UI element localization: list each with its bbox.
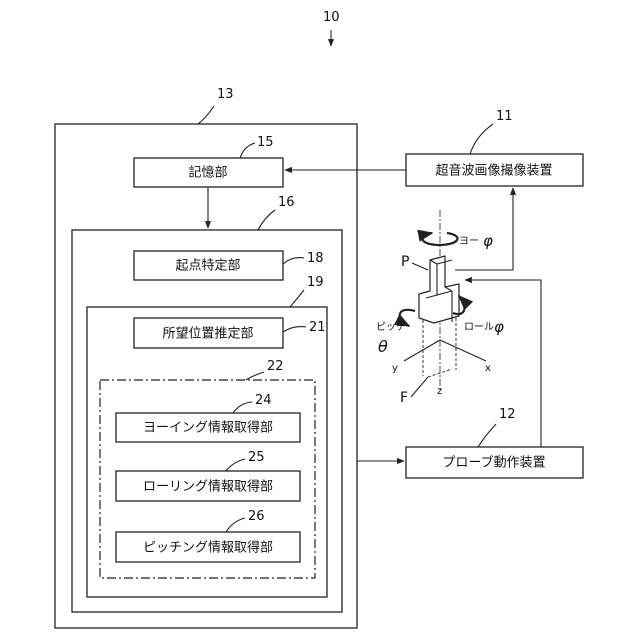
ref-pitch-leader: [226, 518, 245, 532]
probe-label-f: F: [400, 390, 408, 406]
yaw-caption: ヨー: [459, 236, 479, 247]
ref-yaw: 24: [255, 393, 272, 408]
probe-to-imaging-arrow: [455, 188, 513, 270]
probe-illustration: ヨー φ P ロール φ ピッチ θ x y z F: [376, 210, 504, 406]
imaging-device-label: 超音波画像撮像装置: [435, 163, 552, 179]
ref-processing: 16: [278, 195, 295, 210]
pitch-label: ピッチング情報取得部: [143, 540, 273, 556]
ref-estimator-leader: [290, 290, 304, 307]
probe-label-p-leader: [412, 263, 428, 270]
roll-symbol: φ: [494, 318, 504, 336]
ref-imaging: 11: [496, 109, 513, 124]
ref-estimator: 19: [307, 275, 324, 290]
ref-attitude-group-leader: [246, 372, 264, 380]
ref-attitude-group: 22: [267, 359, 284, 374]
ref-storage-leader: [240, 143, 255, 158]
axis-x-line: [440, 340, 486, 361]
ref-roll-leader: [226, 459, 245, 471]
desired-position-label: 所望位置推定部: [162, 326, 253, 342]
ref-controller: 13: [217, 87, 234, 102]
ref-start-point-leader: [283, 258, 304, 264]
ref-start-point: 18: [307, 251, 324, 266]
ref-probe-device-leader: [478, 424, 496, 447]
ref-imaging-leader: [470, 124, 493, 154]
probe-label-p: P: [401, 254, 409, 270]
ref-roll: 25: [248, 450, 265, 465]
yaw-label: ヨーイング情報取得部: [143, 420, 273, 436]
ref-desired-position: 21: [309, 320, 326, 335]
axis-z-label: z: [437, 386, 442, 397]
ref-controller-leader: [198, 106, 214, 124]
axis-y-label: y: [392, 363, 398, 374]
start-point-label: 起点特定部: [175, 259, 240, 274]
axis-x-label: x: [485, 363, 491, 374]
pitch-symbol: θ: [378, 337, 388, 356]
axis-y-line: [404, 340, 440, 361]
probe-device-label: プローブ動作装置: [442, 455, 545, 471]
roll-label: ローリング情報取得部: [143, 479, 273, 495]
ref-desired-position-leader: [283, 327, 306, 332]
yaw-symbol: φ: [483, 232, 493, 250]
ref-storage: 15: [257, 135, 274, 150]
storage-label: 記憶部: [188, 165, 227, 181]
ref-probe-device: 12: [499, 407, 516, 422]
probe-label-f-leader: [411, 377, 428, 397]
ref-pitch: 26: [248, 509, 265, 524]
ref-yaw-leader: [233, 402, 252, 413]
ref-system: 10: [323, 10, 340, 25]
pitch-caption: ピッチ: [376, 321, 406, 333]
probe-body: [419, 256, 459, 323]
roll-caption: ロール: [464, 322, 494, 333]
ref-processing-leader: [258, 210, 275, 230]
